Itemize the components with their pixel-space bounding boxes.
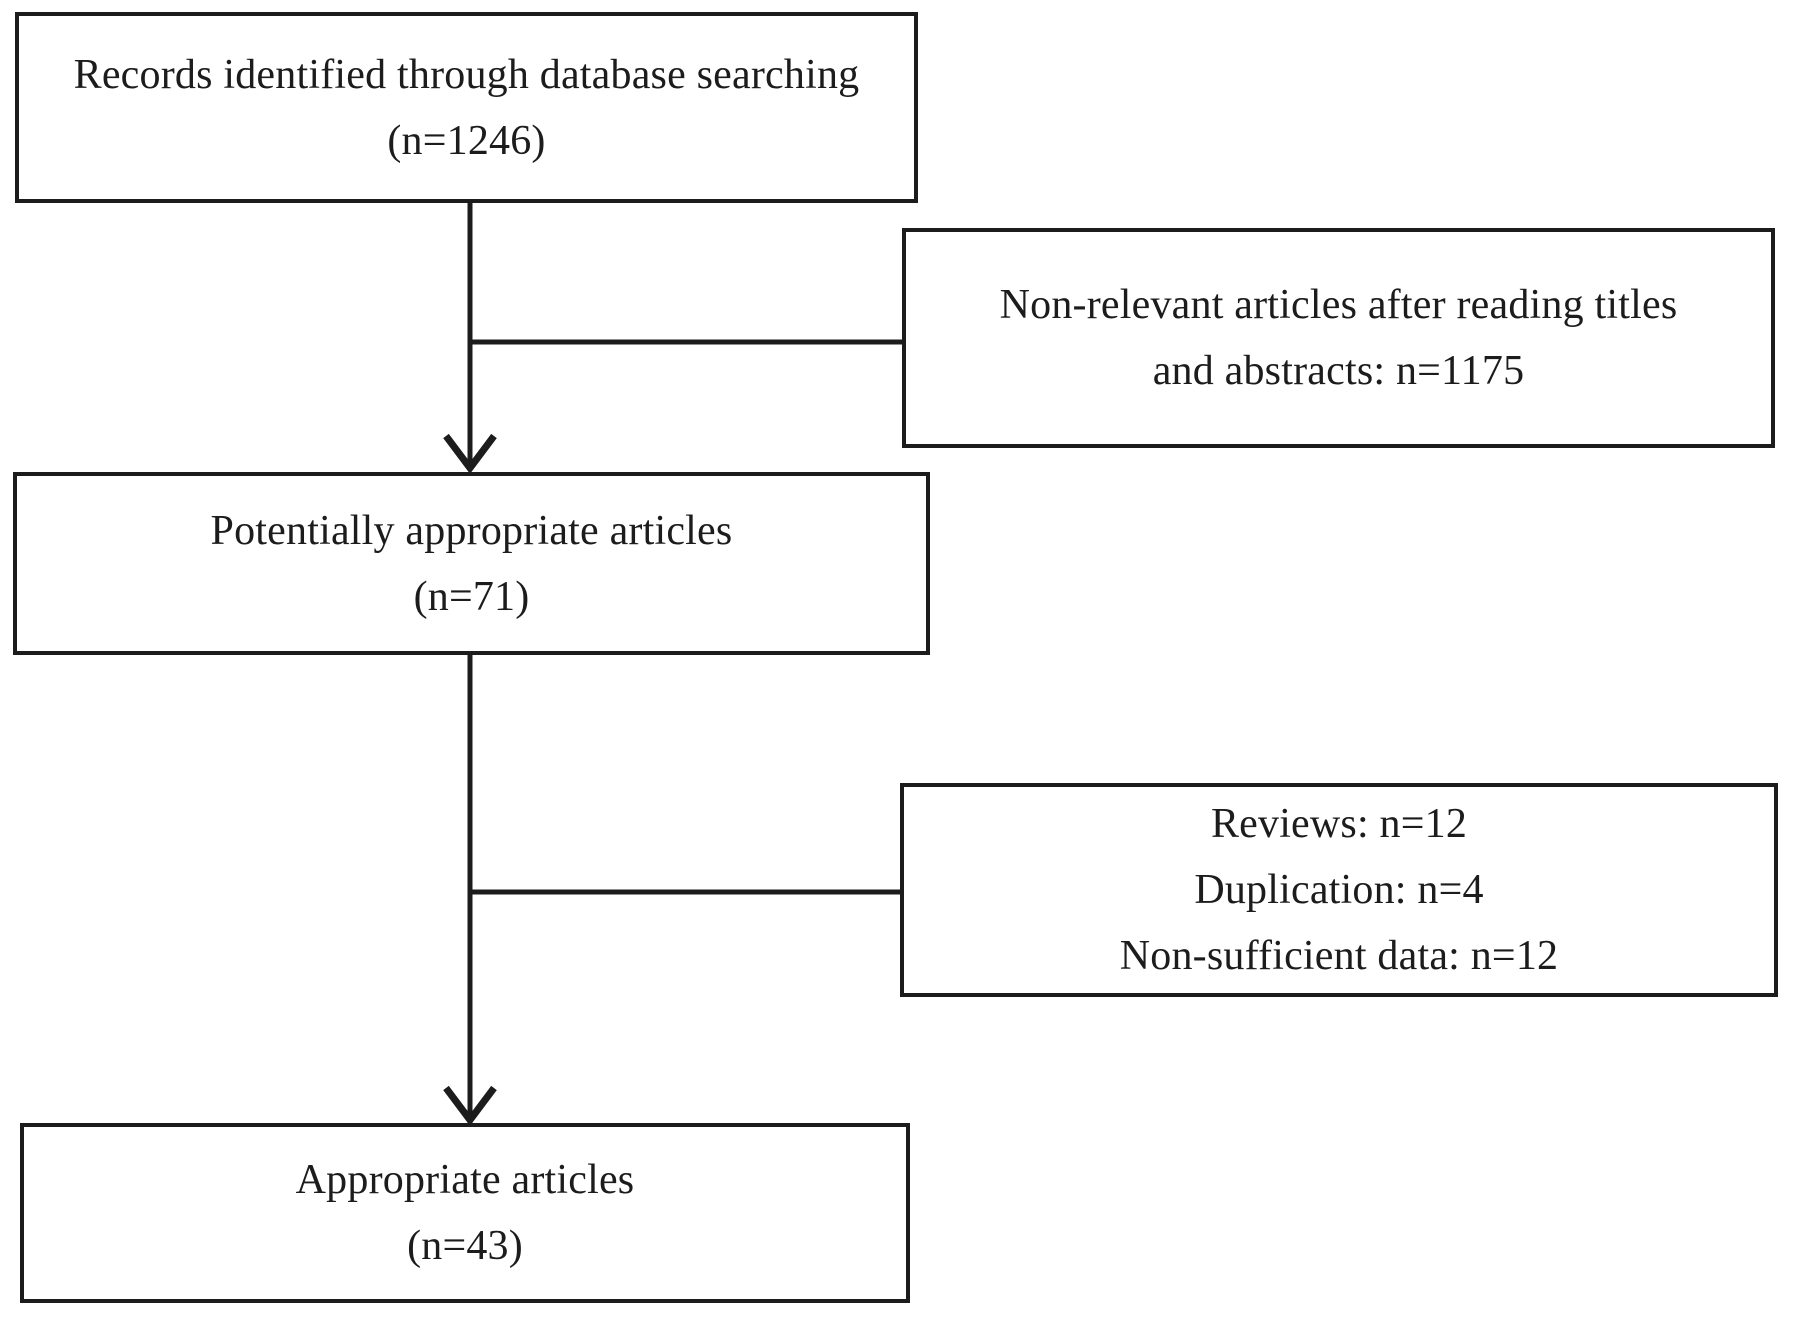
box-exclusion-reasons: Reviews: n=12 Duplication: n=4 Non-suffi… bbox=[900, 783, 1778, 997]
box-appropriate-articles: Appropriate articles (n=43) bbox=[20, 1123, 910, 1303]
arrowhead-down-icon bbox=[443, 1085, 497, 1126]
non-relevant-label-line-2: and abstracts: n=1175 bbox=[1152, 348, 1525, 394]
records-identified-count: (n=1246) bbox=[387, 117, 546, 164]
records-identified-label: Records identified through database sear… bbox=[73, 51, 860, 98]
appropriate-articles-count: (n=43) bbox=[407, 1223, 523, 1269]
box-non-relevant-articles: Non-relevant articles after reading titl… bbox=[902, 228, 1775, 448]
box-records-identified: Records identified through database sear… bbox=[15, 12, 918, 203]
excluded-reviews-line: Reviews: n=12 bbox=[1210, 801, 1468, 847]
potentially-appropriate-label: Potentially appropriate articles bbox=[210, 507, 733, 554]
arrowhead-down-icon bbox=[443, 433, 497, 474]
excluded-non-sufficient-line: Non-sufficient data: n=12 bbox=[1119, 933, 1559, 979]
potentially-appropriate-count: (n=71) bbox=[413, 573, 530, 620]
excluded-duplication-line: Duplication: n=4 bbox=[1194, 867, 1484, 913]
box-potentially-appropriate: Potentially appropriate articles (n=71) bbox=[13, 472, 930, 655]
appropriate-articles-label: Appropriate articles bbox=[295, 1157, 635, 1203]
non-relevant-label-line-1: Non-relevant articles after reading titl… bbox=[999, 282, 1678, 328]
